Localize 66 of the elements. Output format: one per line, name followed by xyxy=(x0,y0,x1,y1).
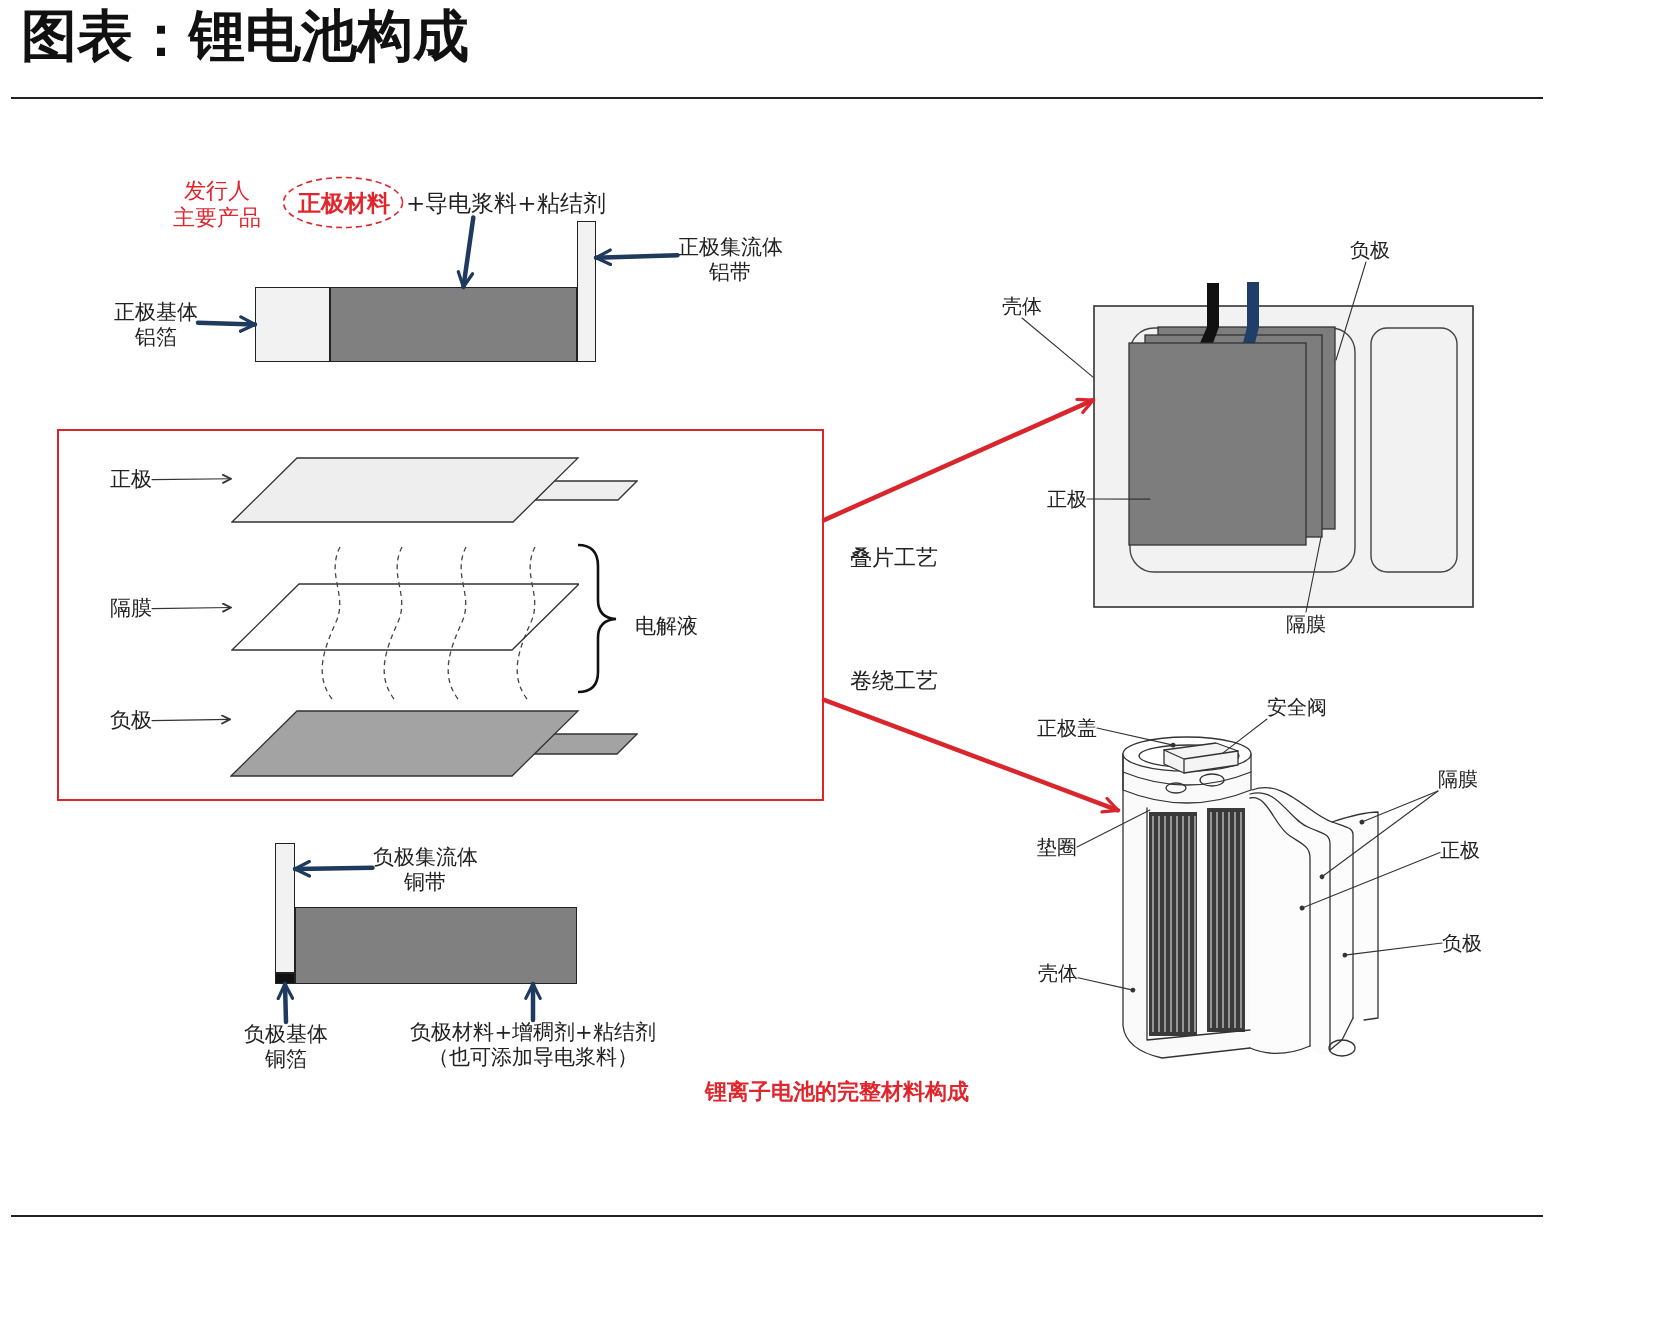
coating-block xyxy=(295,907,577,984)
page-title: 图表：锂电池构成 xyxy=(21,4,469,69)
leader-line xyxy=(1335,261,1367,361)
part-label: 壳体 xyxy=(1002,294,1042,318)
leader-line xyxy=(1076,809,1151,848)
edge-label: 叠片工艺 xyxy=(850,545,938,572)
part-label: 正极材料+导电浆料+粘结剂 xyxy=(298,189,606,218)
part-label: 正极 xyxy=(1440,838,1480,862)
part-label: 正极基体 xyxy=(114,300,198,326)
arrow xyxy=(151,474,232,484)
electrode-sheet xyxy=(231,457,638,523)
arrow xyxy=(456,215,476,290)
part-label: 正极 xyxy=(110,467,152,493)
part-label: 负极 xyxy=(110,708,152,734)
arrow xyxy=(593,248,680,267)
part-label: 正极集流体 xyxy=(677,235,783,261)
part-label: 铜箔 xyxy=(265,1047,307,1073)
part-label: 电解液 xyxy=(635,614,698,640)
foil-block xyxy=(255,287,330,362)
leader-line xyxy=(1021,317,1094,378)
part-label: 正极盖 xyxy=(1037,716,1097,740)
leader-line xyxy=(1096,727,1176,748)
part-label: 隔膜 xyxy=(1286,612,1326,636)
part-label: 铝带 xyxy=(709,260,751,286)
arrow xyxy=(195,315,258,333)
arrow xyxy=(524,981,542,1023)
part-label: 铜带 xyxy=(404,870,446,896)
foil-edge xyxy=(275,973,295,984)
part-label: 壳体 xyxy=(1038,961,1078,985)
coating-block xyxy=(330,287,577,362)
leader-line xyxy=(1319,790,1439,880)
leader-line xyxy=(1359,790,1439,825)
part-label: 正极 xyxy=(1047,487,1087,511)
arrow xyxy=(276,981,295,1025)
annotation-text: 主要产品 xyxy=(173,205,261,232)
leader-line xyxy=(1086,498,1151,500)
annotation-text: 发行人 xyxy=(184,178,250,205)
arrow xyxy=(821,697,1121,814)
tab-strip xyxy=(275,843,295,973)
pouch-cell-drawing xyxy=(1093,281,1475,609)
electrode-sheet xyxy=(230,710,638,777)
part-label: 垫圈 xyxy=(1037,835,1077,859)
part-label: 隔膜 xyxy=(110,596,152,622)
part-label: 负极集流体 xyxy=(372,845,478,871)
part-label: 负极基体 xyxy=(244,1022,328,1048)
part-label: （也可添加导电浆料） xyxy=(428,1045,638,1071)
part-label: 负极 xyxy=(1350,238,1390,262)
part-label: 负极材料+增稠剂+粘结剂 xyxy=(410,1020,656,1046)
group-frame xyxy=(57,429,824,801)
separator-sheet xyxy=(231,583,579,651)
leader-line xyxy=(1305,536,1322,613)
arrow xyxy=(821,397,1096,523)
leader-line xyxy=(1222,718,1268,754)
arrow xyxy=(151,714,231,725)
part-label: 隔膜 xyxy=(1438,767,1478,791)
leader-line xyxy=(1299,851,1441,911)
leader-line xyxy=(1342,942,1443,958)
leader-line xyxy=(1077,977,1136,993)
arrow xyxy=(292,859,375,878)
part-label: 铝箔 xyxy=(135,325,177,351)
arrow xyxy=(151,602,232,613)
figure-caption: 锂离子电池的完整材料构成 xyxy=(705,1078,969,1105)
part-label: 负极 xyxy=(1442,931,1482,955)
tab-strip xyxy=(577,221,596,362)
part-label: 安全阀 xyxy=(1267,695,1327,719)
edge-label: 卷绕工艺 xyxy=(850,668,938,695)
